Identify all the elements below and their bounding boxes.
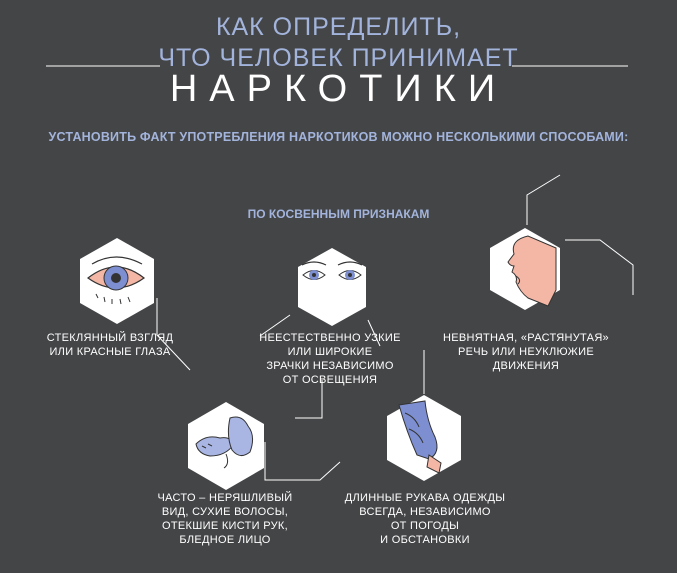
long-sleeve-icon [387, 395, 461, 481]
caption-speech: НЕВНЯТНАЯ, «РАСТЯНУТАЯ» РЕЧЬ ИЛИ НЕУКЛЮЖ… [436, 331, 616, 373]
caption-line: И ОБСТАНОВКИ [380, 534, 470, 546]
caption-line: ДВИЖЕНИЯ [492, 360, 560, 372]
swollen-hands-icon [188, 402, 264, 490]
caption-line: ОТ ОСВЕЩЕНИЯ [282, 374, 378, 386]
caption-line: ЗРАЧКИ НЕЗАВИСИМО [266, 360, 394, 372]
title-line-1: КАК ОПРЕДЕЛИТЬ, [215, 13, 462, 41]
caption-line: ДЛИННЫЕ РУКАВА ОДЕЖДЫ [344, 492, 506, 504]
eyes-pupils-icon [298, 248, 366, 326]
caption-line: ЧАСТО – НЕРЯШЛИВЫЙ [157, 492, 293, 504]
caption-pupils: НЕЕСТЕСТВЕННО УЗКИЕ ИЛИ ШИРОКИЕ ЗРАЧКИ Н… [250, 331, 410, 387]
title-line-2: ЧТО ЧЕЛОВЕК ПРИНИМАЕТ [158, 44, 519, 72]
caption-line: ИЛИ ШИРОКИЕ [287, 346, 373, 358]
title-main: НАРКОТИКИ [169, 68, 508, 110]
caption-line: ОТЕКШИЕ КИСТИ РУК, [162, 520, 288, 532]
caption-red-eyes: СТЕКЛЯННЫЙ ВЗГЛЯД ИЛИ КРАСНЫЕ ГЛАЗА [30, 331, 190, 359]
red-eye-icon [80, 238, 154, 324]
face-profile-icon [490, 228, 560, 310]
caption-sleeves: ДЛИННЫЕ РУКАВА ОДЕЖДЫ ВСЕГДА, НЕЗАВИСИМО… [330, 491, 520, 547]
subtitle: УСТАНОВИТЬ ФАКТ УПОТРЕБЛЕНИЯ НАРКОТИКОВ … [48, 130, 629, 144]
caption-line: ВИД, СУХИЕ ВОЛОСЫ, [161, 506, 289, 518]
caption-line: ОТ ПОГОДЫ [390, 520, 460, 532]
caption-line: ВСЕГДА, НЕЗАВИСИМО [359, 506, 491, 518]
caption-line: РЕЧЬ ИЛИ НЕУКЛЮЖИЕ [458, 346, 594, 358]
caption-appearance: ЧАСТО – НЕРЯШЛИВЫЙ ВИД, СУХИЕ ВОЛОСЫ, ОТ… [150, 491, 300, 547]
caption-line: НЕЕСТЕСТВЕННО УЗКИЕ [259, 332, 401, 344]
section-title: ПО КОСВЕННЫМ ПРИЗНАКАМ [247, 207, 430, 221]
caption-line: СТЕКЛЯННЫЙ ВЗГЛЯД [46, 332, 174, 344]
caption-line: НЕВНЯТНАЯ, «РАСТЯНУТАЯ» [443, 332, 609, 344]
caption-line: ИЛИ КРАСНЫЕ ГЛАЗА [49, 346, 171, 358]
caption-line: БЛЕДНОЕ ЛИЦО [179, 534, 271, 546]
